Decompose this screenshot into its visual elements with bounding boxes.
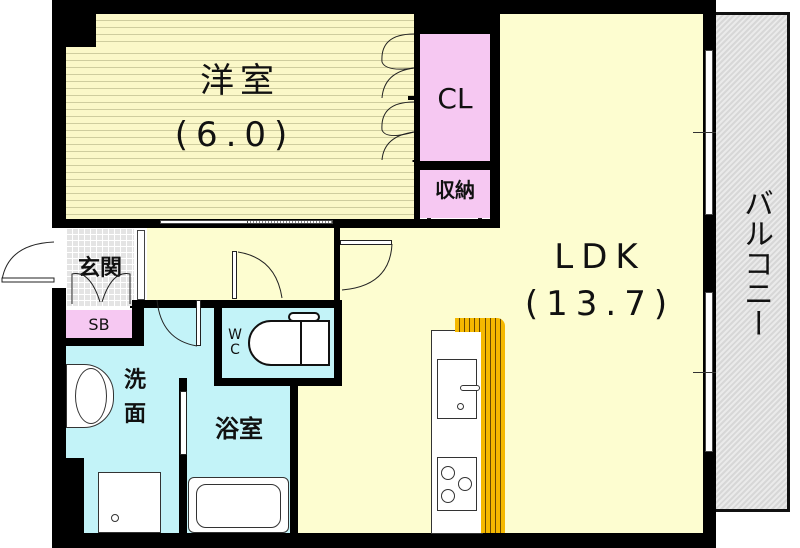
- wc-door[interactable]: [232, 251, 237, 299]
- western-room-upper: [96, 14, 414, 48]
- wall-sb-right: [132, 300, 144, 346]
- washroom-label-1: 洗: [123, 368, 146, 393]
- wall-wc-right: [334, 300, 342, 386]
- ldk-label: LDK: [554, 237, 646, 277]
- hall-ldk-door[interactable]: [340, 240, 392, 245]
- balcony: [716, 12, 790, 512]
- toilet-bowl: [248, 320, 308, 366]
- balcony-label: バルコニー: [738, 188, 773, 338]
- bathtub-inner: [196, 484, 281, 528]
- shoe-box: [66, 310, 132, 338]
- wall-hall-bottom: [130, 300, 340, 308]
- burner-icon-3: [441, 489, 455, 503]
- wall-hall-right: [334, 228, 340, 300]
- burner-icon-2: [458, 477, 472, 491]
- washroom-door[interactable]: [196, 300, 201, 346]
- wall-wc-left: [214, 300, 222, 386]
- storage-label: 収納: [435, 178, 475, 202]
- washing-machine: [98, 472, 161, 533]
- wall-wc-bottom: [214, 378, 342, 386]
- wall-cl-top: [414, 14, 500, 34]
- wall-western-cl: [414, 14, 420, 219]
- shoebox-doors: [71, 273, 131, 304]
- bathroom-label: 浴室: [215, 415, 263, 443]
- entrance-label: 玄関: [77, 256, 122, 281]
- wc-door-swing: [237, 251, 283, 299]
- toilet-tank: [300, 320, 330, 366]
- washroom-door-swing: [156, 299, 198, 347]
- western-room-label: 洋室: [200, 61, 280, 101]
- faucet-icon: [460, 385, 480, 391]
- toilet-controls-icon: [288, 312, 320, 322]
- ldk-size: (13.7): [524, 284, 676, 324]
- bathroom-door[interactable]: [180, 391, 187, 455]
- outer-wall-bottom: [52, 533, 716, 548]
- wall-cl-right: [490, 14, 500, 228]
- drain-icon: [457, 403, 464, 410]
- window-mark-lower: [693, 372, 723, 373]
- wall-bath-right: [290, 378, 298, 533]
- washroom-label-2: 面: [123, 402, 146, 427]
- washing-machine-drain-icon: [111, 514, 119, 522]
- washroom-right: [144, 308, 214, 388]
- kitchen-bar-counter-top: [455, 318, 483, 332]
- front-door-swing[interactable]: [0, 240, 66, 286]
- wc-label-2: C: [230, 342, 240, 358]
- ldk: [500, 14, 703, 533]
- window-mark-upper: [693, 132, 723, 133]
- closet: [420, 34, 490, 161]
- wall-corner-block: [52, 0, 96, 47]
- wc-label-1: W: [228, 327, 242, 343]
- wall-bath-left: [179, 378, 187, 533]
- hallway: [147, 228, 334, 300]
- burner-icon-1: [441, 466, 455, 480]
- western-room-size: (6.0): [174, 115, 296, 155]
- closet-label: CL: [437, 82, 473, 115]
- wall-cl-storage: [414, 161, 500, 170]
- wall-entrance-door-gap: [52, 228, 66, 288]
- wash-basin-bowl: [75, 368, 107, 424]
- western-room: [66, 47, 414, 219]
- outer-wall-top: [52, 0, 716, 14]
- kitchen-bar-counter: [481, 318, 505, 533]
- hall-upper-sliding: [160, 220, 248, 224]
- hall-left-panel: [137, 230, 145, 300]
- hall-ldk-door-swing: [341, 243, 393, 291]
- storage: [420, 170, 490, 218]
- hall-upper-sliding-2: [247, 220, 333, 224]
- wall-sb-bottom: [52, 338, 142, 346]
- wall-washroom-left-lower: [66, 458, 84, 533]
- shoe-box-label: SB: [88, 315, 110, 334]
- closet-folding-doors: [381, 33, 416, 162]
- entrance: [66, 228, 134, 306]
